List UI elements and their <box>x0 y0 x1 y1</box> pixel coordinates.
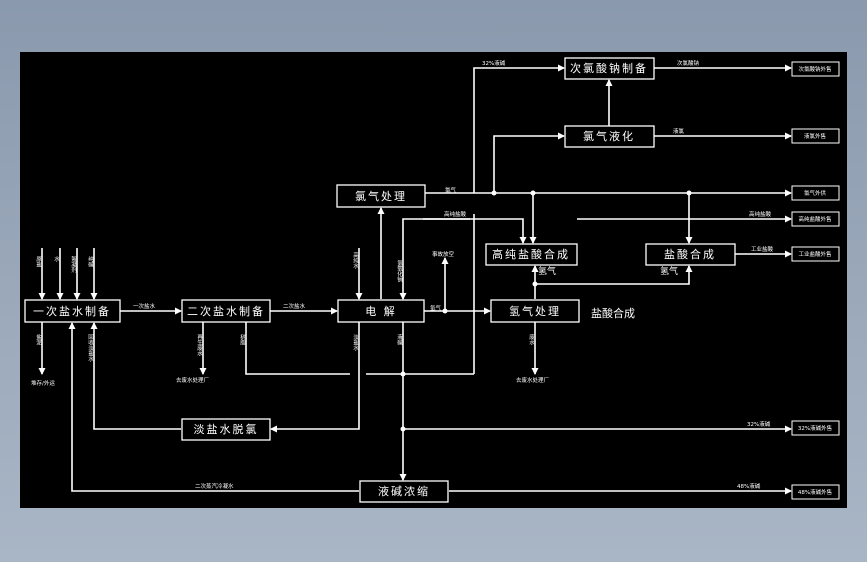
box-chlorine-liquefaction[interactable]: 氯气液化 <box>564 125 655 148</box>
label-input-4: 纯碱 <box>87 255 94 269</box>
label-primary-to-secondary: 一次盐水 <box>133 302 156 310</box>
label-hp-hcl-product: 高纯盐酸 <box>444 210 467 218</box>
diagram-canvas: 一次盐水制备 二次盐水制备 电 解 氯气处理 氢气处理 次氯酸钠制备 氯气液化 … <box>20 52 847 508</box>
label-input-3: 絮凝剂 <box>70 255 77 274</box>
junction-hydrogen <box>532 281 538 287</box>
box-chlorine-liquefaction-label: 氯气液化 <box>583 129 635 143</box>
svg-text:32%液碱外售: 32%液碱外售 <box>798 424 832 432</box>
flow-resin-out <box>245 322 350 375</box>
box-dilute-brine-label: 淡盐水脱氯 <box>194 422 259 436</box>
process-flow-diagram: 一次盐水制备 二次盐水制备 电 解 氯气处理 氢气处理 次氯酸钠制备 氯气液化 … <box>24 57 840 503</box>
box-hypochlorite-label: 次氯酸钠制备 <box>570 61 648 75</box>
label-secondary-to-electro: 二次盐水 <box>283 302 306 310</box>
label-vent: 事故放空 <box>432 250 455 258</box>
box-chlorine-treatment-label: 氯气处理 <box>355 189 407 203</box>
junction-vent <box>442 308 448 314</box>
label-out-primary-1: 盐泥 <box>35 333 42 347</box>
label-hypochlorite-out: 次氯酸钠 <box>677 59 700 67</box>
out-hypochlorite-sale[interactable]: 次氯酸钠外售 <box>791 61 840 77</box>
flow-dilute-brine-return <box>90 322 181 430</box>
flow-condensate-return <box>68 322 359 492</box>
box-hydrogen-treatment-label: 氢气处理 <box>509 304 561 318</box>
flow-h2-to-hcl <box>535 265 693 285</box>
box-hcl-synthesis-label: 盐酸合成 <box>664 247 716 261</box>
label-caustic-32: 32%液碱 <box>747 420 771 428</box>
box-hp-hcl-synthesis-label: 高纯盐酸合成 <box>492 247 570 261</box>
flow-hp-water-to-hphcl <box>423 218 527 244</box>
input-naoh <box>399 218 470 300</box>
out-caustic48-sale[interactable]: 48%液碱外售 <box>791 484 840 500</box>
label-hydrogen-gas: 氢气 <box>430 304 442 312</box>
label-input-2: 水 <box>53 255 60 262</box>
svg-text:氯气外供: 氯气外供 <box>804 189 827 197</box>
label-liquid-chlorine: 液氯 <box>673 127 685 135</box>
out-liquid-chlorine-sale[interactable]: 液氯外售 <box>791 128 840 144</box>
label-chlorine-gas: 氯气 <box>445 186 457 194</box>
box-dilute-brine-dechlorination[interactable]: 淡盐水脱氯 <box>181 418 271 441</box>
box-electrolysis[interactable]: 电 解 <box>337 299 425 323</box>
label-hydrogen-2: 氢气 <box>660 265 678 277</box>
label-caustic32-feed: 32%液碱 <box>482 59 506 67</box>
box-primary-brine[interactable]: 一次盐水制备 <box>24 299 121 323</box>
label-electro-in-1: 高纯水 <box>352 251 359 269</box>
out-caustic32-sale[interactable]: 32%液碱外售 <box>791 420 840 436</box>
label-electro-out-2: 液碱 <box>396 333 403 347</box>
box-hydrogen-treatment[interactable]: 氢气处理 <box>490 299 580 323</box>
svg-text:液氯外售: 液氯外售 <box>804 132 826 140</box>
box-primary-brine-label: 一次盐水制备 <box>33 304 111 318</box>
box-electrolysis-label: 电 解 <box>365 304 397 318</box>
box-hcl-synthesis[interactable]: 盐酸合成 <box>645 243 736 266</box>
out-chlorine-use[interactable]: 氯气外供 <box>791 185 840 201</box>
label-hp-hcl-out: 高纯盐酸 <box>749 210 772 218</box>
svg-text:高纯盐酸外售: 高纯盐酸外售 <box>798 215 831 223</box>
label-industrial-hcl: 工业盐酸 <box>751 245 774 253</box>
box-chlorine-treatment[interactable]: 氯气处理 <box>336 184 426 208</box>
label-hydrogen-out-2: 去废水处理厂 <box>516 376 550 384</box>
label-electro-out-1: 淡盐水 <box>352 334 359 351</box>
label-brine-return: 回收淡盐水 <box>87 334 94 362</box>
label-hydrogen-1: 氢气 <box>538 265 556 277</box>
label-hcl-synthesis-side: 盐酸合成 <box>591 306 635 320</box>
label-return-to-primary: 二次蒸汽冷凝水 <box>195 482 234 490</box>
label-electro-in-2: 氢氧化钠 <box>396 259 403 284</box>
box-hypochlorite[interactable]: 次氯酸钠制备 <box>564 57 655 80</box>
svg-text:次氯酸钠外售: 次氯酸钠外售 <box>798 65 831 73</box>
label-caustic-48: 48%液碱 <box>737 482 761 490</box>
label-hydrogen-out-1: 废水 <box>528 333 535 346</box>
label-secondary-out-1: 再生废水 <box>196 334 203 357</box>
junction-caustic <box>400 371 406 377</box>
box-secondary-brine-label: 二次盐水制备 <box>187 304 265 318</box>
box-caustic-concentration-label: 液碱浓缩 <box>378 484 430 498</box>
out-hp-hcl-sale[interactable]: 高纯盐酸外售 <box>791 211 840 227</box>
label-input-1: 原盐 <box>35 256 42 268</box>
flow-to-liquefaction <box>493 132 565 193</box>
label-secondary-out-3: 树脂 <box>239 333 246 347</box>
flow-to-hypochlorite <box>473 64 565 193</box>
box-caustic-concentration[interactable]: 液碱浓缩 <box>359 480 449 503</box>
label-secondary-out-2: 去废水处理厂 <box>176 376 210 384</box>
box-secondary-brine[interactable]: 二次盐水制备 <box>181 299 271 323</box>
out-industrial-hcl-sale[interactable]: 工业盐酸外售 <box>791 246 840 262</box>
svg-text:48%液碱外售: 48%液碱外售 <box>798 488 832 496</box>
svg-text:工业盐酸外售: 工业盐酸外售 <box>798 250 831 258</box>
flow-electro-to-dechlor <box>270 322 360 433</box>
box-hp-hcl-synthesis[interactable]: 高纯盐酸合成 <box>485 243 578 266</box>
label-out-primary-2: 堆存/外运 <box>31 379 55 387</box>
